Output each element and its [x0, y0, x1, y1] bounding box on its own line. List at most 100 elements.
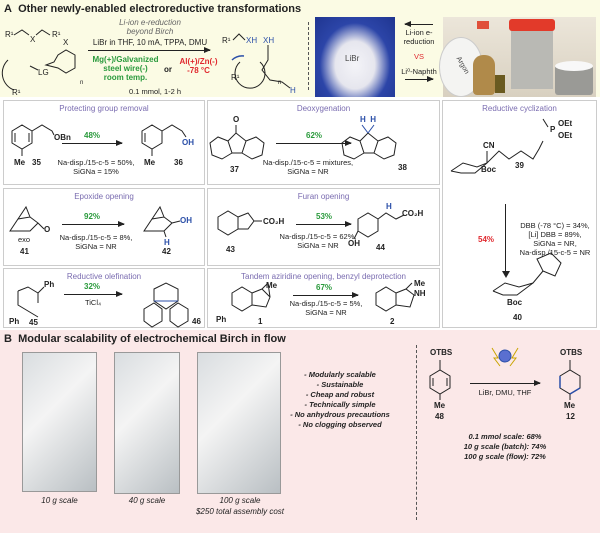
panel-title: Furan opening: [297, 192, 350, 201]
compound-number: 12: [566, 412, 575, 421]
right-arrow: [405, 76, 434, 82]
condition-text: SiGNa = NR: [75, 242, 117, 251]
section-b-heading: B Modular scalability of electrochemical…: [4, 333, 286, 345]
yield: 48%: [84, 131, 101, 140]
feature-item: - No clogging observed: [298, 420, 382, 429]
panel-title: Reductive olefination: [66, 272, 142, 281]
molecule-35-36: [11, 124, 187, 156]
panel-title: Tandem aziridine opening, benzyl deprote…: [241, 272, 406, 281]
scale-results: 0.1 mmol scale: 68% 10 g scale (batch): …: [430, 432, 580, 462]
otbs-label: OTBS: [430, 348, 453, 357]
compound-number: 46: [192, 317, 201, 326]
r1-label: R¹: [5, 30, 14, 39]
reaction-arrow: [470, 380, 541, 386]
compound-number: 43: [226, 245, 235, 254]
r1-label: R¹: [12, 88, 21, 97]
boc-label: Boc: [481, 165, 497, 174]
group-label: CO₂H: [402, 209, 424, 218]
condition-text: SiGNa = 15%: [73, 167, 119, 176]
section-b-title: Modular scalability of electrochemical B…: [18, 333, 286, 345]
condition-text: SiGNa = NR: [305, 308, 347, 317]
molecule-41-42: [9, 205, 181, 238]
condition-text: Na-disp./15-c-5 = 8%,: [59, 233, 133, 242]
feature-item: - Sustainable: [316, 380, 364, 389]
me-label: Me: [564, 401, 576, 410]
group-label: O: [44, 225, 51, 234]
yield: 92%: [84, 212, 101, 221]
product-structure: [231, 33, 291, 89]
panel-epoxide-opening: Epoxide opening O exo 41 92% Na-disp./15…: [3, 188, 205, 266]
x-label: X: [30, 35, 36, 44]
reaction-arrow: [296, 221, 352, 227]
compound-number: 40: [513, 313, 522, 322]
photo-caption: 10 g scale: [41, 496, 78, 505]
group-label: H H: [360, 115, 376, 124]
reaction-arrow: [64, 291, 123, 297]
flow-cell-photo-10g: [22, 352, 97, 492]
flow-cell-photo-100g: [197, 352, 281, 494]
compound-number: 35: [32, 158, 41, 167]
reaction-arrow: [62, 221, 125, 227]
xh-label: XH: [263, 36, 275, 45]
condition-text: Na-disp./15-c-5 = NR: [519, 248, 591, 257]
condition-text: Na-disp./15-c-5 = 62%,: [279, 232, 357, 241]
ph-label: Ph: [216, 315, 227, 324]
panel-reductive-cyclization: Reductive cyclization CN Boc P OEt OEt 3…: [442, 100, 597, 328]
h-label: H: [386, 202, 392, 211]
molecule-45-46: [17, 282, 189, 328]
compound-number: 44: [376, 243, 385, 252]
compound-number: 37: [230, 165, 239, 174]
group-label: CO₂H: [263, 217, 285, 226]
condition-text: Na-disp./15-c-5 = mixtures,: [262, 158, 354, 167]
reaction-arrow: [88, 47, 211, 53]
scale-text: 0.1 mmol, 1-2 h: [128, 87, 182, 96]
oet-label: OEt: [558, 131, 573, 140]
condition-text: DBB (-78 °C) = 34%,: [520, 221, 590, 230]
mg-condition: Mg(+)/Galvanized: [92, 55, 159, 64]
reaction-arrow: [62, 140, 123, 146]
n-label: n: [80, 80, 84, 86]
al-condition: Al(+)/Zn(-): [179, 57, 218, 66]
panel-protecting-group-removal: Protecting group removal OBn Me 35 48% N…: [3, 100, 205, 185]
libr-label: LiBr: [345, 54, 360, 63]
compound-number: 41: [20, 247, 29, 256]
condition-line: Li-ion e-reduction: [119, 18, 181, 27]
me-label: Me: [14, 158, 26, 167]
yield: 54%: [478, 235, 495, 244]
h-label: H: [164, 238, 170, 247]
oet-label: OEt: [558, 119, 573, 128]
r1-label: R¹: [222, 36, 231, 45]
p-label: P: [550, 125, 556, 134]
birch-reaction-structures: [429, 347, 581, 400]
yield: 53%: [316, 212, 333, 221]
panel-title: Epoxide opening: [74, 192, 134, 201]
panel-title: Protecting group removal: [59, 104, 149, 113]
feature-item: - Technically simple: [304, 400, 376, 409]
libr-photo: LiBr: [315, 17, 395, 97]
condition-text: SiGNa = NR: [297, 241, 339, 250]
divider: [308, 22, 309, 90]
xh-label: XH: [246, 36, 258, 45]
feature-list: - Modularly scalable - Sustainable - Che…: [280, 370, 400, 430]
group-label: O: [233, 115, 240, 124]
lithium-naphthalenide-photo: Argon: [439, 17, 596, 97]
section-a-title: Other newly-enabled electroreductive tra…: [18, 3, 302, 15]
reaction-arrow: [276, 140, 352, 146]
compound-number: 2: [390, 317, 395, 326]
me-label: Me: [414, 279, 426, 288]
group-label: OH: [180, 216, 192, 225]
mg-condition: steel wire(-): [103, 64, 148, 73]
panel-tandem-aziridine-opening: Tandem aziridine opening, benzyl deprote…: [207, 268, 440, 328]
compound-number: 39: [515, 161, 524, 170]
cn-label: CN: [483, 141, 495, 150]
compare-text: Li⁰-Naphth: [401, 67, 437, 76]
mg-condition: room temp.: [103, 73, 148, 82]
yield: 32%: [84, 282, 101, 291]
condition-text: TiCl₄: [84, 298, 102, 307]
molecule-39-40: [450, 118, 562, 296]
result-line: 10 g scale (batch): 74%: [463, 442, 547, 451]
panel-deoxygenation: Deoxygenation O 37 62% Na-disp./15-c-5 =…: [207, 100, 440, 185]
otbs-label: OTBS: [560, 348, 583, 357]
molecule-37-38: [209, 124, 397, 160]
condition-text: Na-disp./15-c-5 = 5%,: [289, 299, 363, 308]
